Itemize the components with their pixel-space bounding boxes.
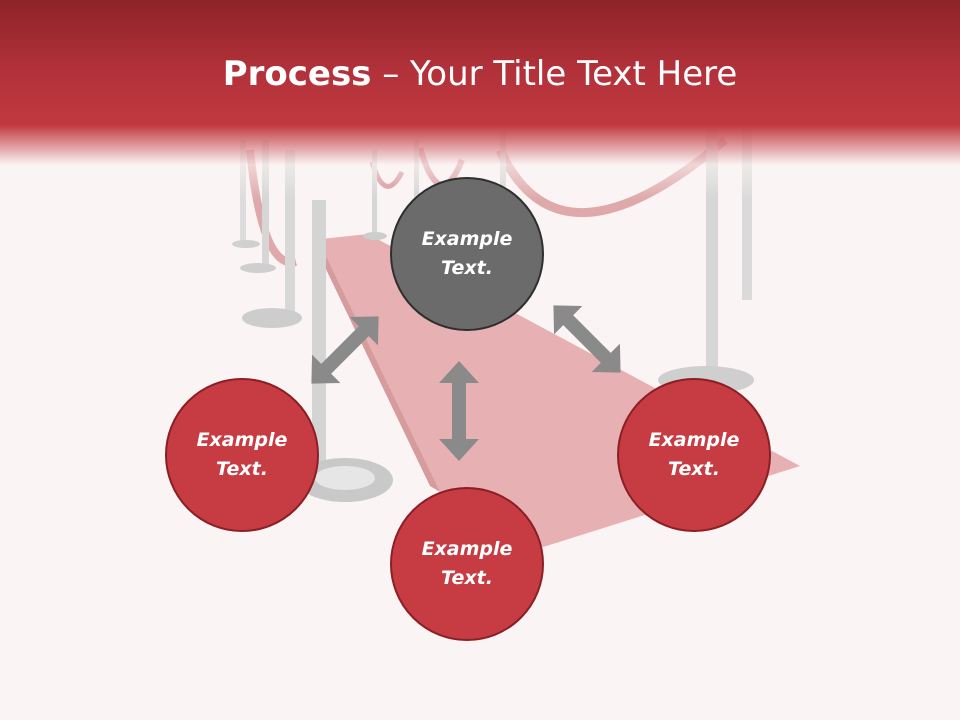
node-bottom: Example Text. [390,487,544,641]
arrow-top-right [539,291,635,387]
slide-title: Process – Your Title Text Here [0,52,960,96]
title-banner [0,0,960,200]
node-right: Example Text. [617,378,771,532]
node-top: Example Text. [390,177,544,331]
node-right-line1: Example [648,429,740,451]
node-bottom-line2: Text. [441,567,493,589]
node-top-line1: Example [421,228,513,250]
title-rest-text: – Your Title Text Here [371,54,738,94]
node-left: Example Text. [165,378,319,532]
node-left-line2: Text. [216,458,268,480]
arrow-top-bottom [439,361,479,461]
arrow-top-left [297,302,393,398]
node-left-line1: Example [196,429,288,451]
node-top-line2: Text. [441,257,493,279]
node-bottom-line1: Example [421,538,513,560]
node-right-line2: Text. [668,458,720,480]
title-bold-text: Process [222,54,372,94]
